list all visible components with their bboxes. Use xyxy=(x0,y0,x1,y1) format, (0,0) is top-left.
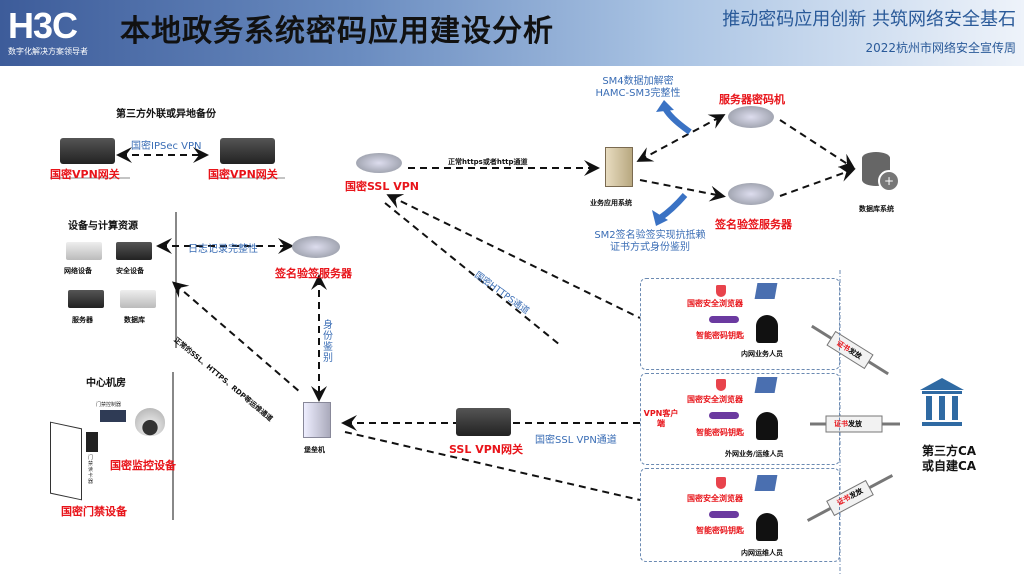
laptop-icon xyxy=(754,283,778,299)
identity-auth-label: 身份鉴别 xyxy=(323,320,333,364)
secure-browser-label: 国密安全浏览器 xyxy=(687,299,743,308)
app-to-crypto-link xyxy=(636,114,726,162)
database-device-label: 数据库 xyxy=(124,316,145,324)
sm2-note: SM2签名验签实现抗抵赖 证书方式身份鉴别 xyxy=(590,230,710,254)
sm4-note-line2: HAMC-SM3完整性 xyxy=(595,88,681,99)
log-integrity-label: 日志记录完整性 xyxy=(188,244,258,255)
sm2-curved-arrow xyxy=(658,193,688,221)
sign-server-right-label: 签名验签服务器 xyxy=(715,218,792,231)
vpn-gateway-left-icon xyxy=(60,138,115,164)
ipsec-label: 国密IPSec VPN xyxy=(131,141,202,152)
secure-browser-label: 国密安全浏览器 xyxy=(687,494,743,503)
user-group-external: 国密安全浏览器 智能密码钥匙 外网业务/运维人员 xyxy=(640,373,840,465)
bastion-lower-link xyxy=(344,431,641,501)
header-banner: H3C 数字化解决方案领导者 本地政务系统密码应用建设分析 推动密码应用创新 共… xyxy=(0,0,1024,66)
page-title: 本地政务系统密码应用建设分析 xyxy=(120,14,554,49)
role-label: 外网业务/运维人员 xyxy=(725,450,784,458)
user-group-internal-business: 国密安全浏览器 智能密码钥匙 内网业务人员 xyxy=(640,278,840,370)
server-label: 服务器 xyxy=(72,316,93,324)
app-server-icon xyxy=(605,147,633,187)
slogan: 推动密码应用创新 共筑网络安全基石 xyxy=(722,9,1016,30)
app-system-label: 业务应用系统 xyxy=(590,199,632,207)
role-label: 内网业务人员 xyxy=(741,350,783,358)
normal-https-label: 正常https或者http通道 xyxy=(448,158,528,166)
sm4-note: SM4数据加解密 HAMC-SM3完整性 xyxy=(583,76,693,100)
ssl-vpn-gateway-icon xyxy=(456,408,511,436)
usb-key-icon xyxy=(709,412,739,419)
user-group-internal-ops: 国密安全浏览器 智能密码钥匙 内网运维人员 xyxy=(640,468,840,562)
secure-browser-label: 国密安全浏览器 xyxy=(687,395,743,404)
access-controller-icon xyxy=(100,410,126,422)
event-subtitle: 2022杭州市网络安全宣传周 xyxy=(865,41,1016,55)
https-link-2 xyxy=(384,202,561,346)
ssl-vpn-channel-label: 国密SSL VPN通道 xyxy=(535,435,617,446)
resources-title: 设备与计算资源 xyxy=(68,221,138,232)
shield-icon xyxy=(716,379,726,391)
person-icon xyxy=(756,315,778,343)
smart-key-label: 智能密码钥匙 xyxy=(696,526,744,535)
vpn-gateway-right-icon xyxy=(220,138,275,164)
server-crypto-label: 服务器密码机 xyxy=(719,93,785,106)
ops-link xyxy=(171,281,301,393)
role-label: 内网运维人员 xyxy=(741,549,783,557)
access-device-label: 国密门禁设备 xyxy=(61,505,127,518)
usb-key-icon xyxy=(709,511,739,518)
crypto-to-db-link xyxy=(779,119,856,170)
cert-issue-label-mid: 证书发放 xyxy=(834,420,862,428)
third-party-title: 第三方外联或异地备份 xyxy=(116,109,216,120)
sm2-note-line1: SM2签名验签实现抗抵赖 xyxy=(594,230,706,241)
network-device-icon xyxy=(66,242,102,260)
door-icon xyxy=(50,421,82,501)
database-plus-icon: + xyxy=(878,170,900,192)
sm4-note-line1: SM4数据加解密 xyxy=(602,76,674,87)
bastion-label: 堡垒机 xyxy=(304,446,325,454)
laptop-icon xyxy=(754,475,778,491)
shield-icon xyxy=(716,477,726,489)
database-label: 数据库系统 xyxy=(859,205,894,213)
server-icon xyxy=(68,290,104,308)
card-reader-icon xyxy=(86,432,98,452)
camera-icon xyxy=(135,408,165,436)
h3c-logo: H3C xyxy=(8,5,78,46)
person-icon xyxy=(756,412,778,440)
ssl-vpn-label: 国密SSL VPN xyxy=(345,180,419,193)
person-icon xyxy=(756,513,778,541)
machine-room-title: 中心机房 xyxy=(86,378,126,389)
cert-arrow-bot xyxy=(806,474,894,522)
database-device-icon xyxy=(120,290,156,308)
card-reader-label: 门禁读卡器 xyxy=(88,455,94,485)
sm4-curved-arrow xyxy=(662,106,692,135)
shield-icon xyxy=(716,285,726,297)
https-link-1 xyxy=(386,194,641,319)
ssl-vpn-icon xyxy=(356,153,402,173)
usb-key-icon xyxy=(709,316,739,323)
vpn-client-label: VPN客户端 xyxy=(643,409,679,428)
sm2-note-line2: 证书方式身份鉴别 xyxy=(610,242,690,253)
ca-label: 第三方CA 或自建CA xyxy=(922,444,977,473)
cert-arrow-top xyxy=(811,324,889,376)
sign-server-left-icon xyxy=(292,236,340,258)
ssl-vpn-gateway-label: SSL VPN网关 xyxy=(449,443,523,456)
app-to-sign-link xyxy=(639,179,726,202)
logo-tagline: 数字化解决方案领导者 xyxy=(8,47,88,56)
smart-key-label: 智能密码钥匙 xyxy=(696,331,744,340)
bastion-icon xyxy=(303,402,331,438)
security-device-icon xyxy=(116,242,152,260)
vpn-gateway-right-label: 国密VPN网关 xyxy=(208,168,278,181)
security-device-label: 安全设备 xyxy=(116,267,144,275)
cert-arrow-mid xyxy=(810,415,900,433)
ca-bank-icon xyxy=(920,378,964,426)
access-controller-label: 门禁控制器 xyxy=(96,402,122,408)
monitor-device-label: 国密监控设备 xyxy=(110,459,176,472)
sign-to-db-link xyxy=(779,166,856,197)
network-device-label: 网络设备 xyxy=(64,267,92,275)
sign-server-left-label: 签名验签服务器 xyxy=(275,267,352,280)
laptop-icon xyxy=(754,377,778,393)
server-crypto-icon xyxy=(728,106,774,128)
vpn-gateway-left-label: 国密VPN网关 xyxy=(50,168,120,181)
smart-key-label: 智能密码钥匙 xyxy=(696,428,744,437)
sign-server-right-icon xyxy=(728,183,774,205)
